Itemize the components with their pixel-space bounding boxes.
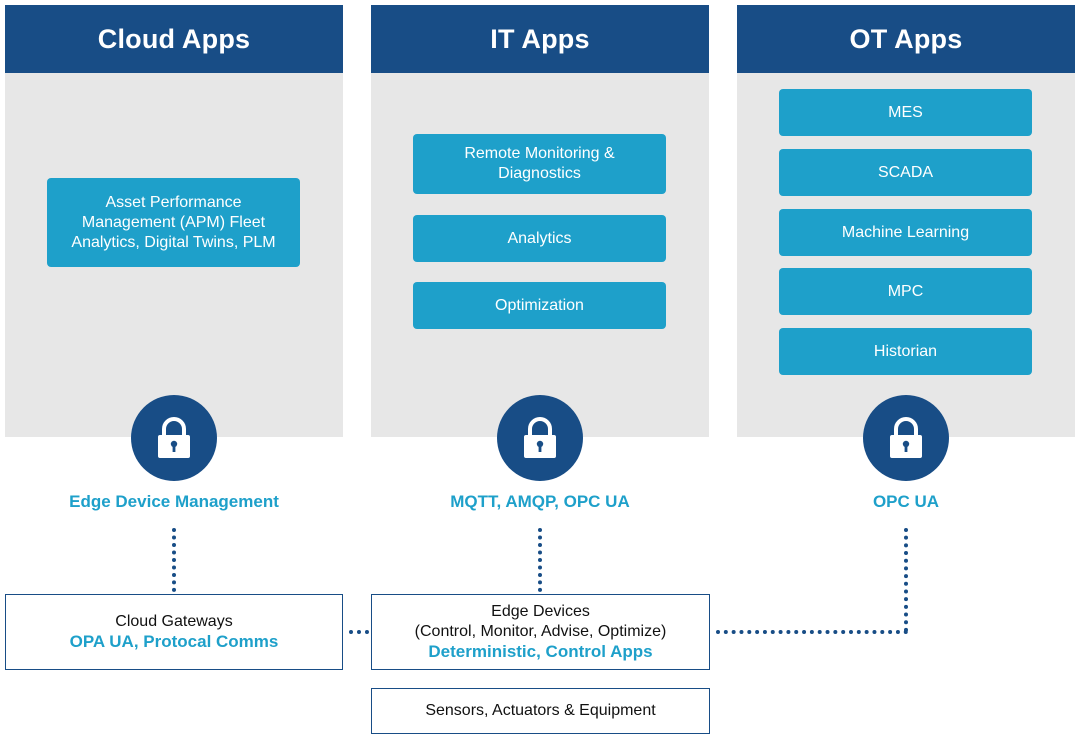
connector-cloud-vertical <box>172 528 176 592</box>
sensors-box: Sensors, Actuators & Equipment <box>371 688 710 734</box>
connector-gateway-edge <box>349 630 369 634</box>
edge-devices-box: Edge Devices (Control, Monitor, Advise, … <box>371 594 710 670</box>
edge-devices-title: Edge Devices <box>491 603 590 620</box>
lock-icon <box>131 395 217 481</box>
app-box-machine-learning: Machine Learning <box>779 209 1032 256</box>
protocol-label-it: MQTT, AMQP, OPC UA <box>450 492 630 511</box>
app-box-optimization: Optimization <box>413 282 666 329</box>
app-box-scada: SCADA <box>779 149 1032 196</box>
lock-icon <box>497 395 583 481</box>
app-box-analytics: Analytics <box>413 215 666 262</box>
ot-apps-column: OT Apps MES SCADA Machine Learning MPC H… <box>737 5 1075 437</box>
edge-devices-detail: (Control, Monitor, Advise, Optimize) <box>414 623 667 640</box>
sensors-title: Sensors, Actuators & Equipment <box>425 702 656 719</box>
app-box-historian: Historian <box>779 328 1032 375</box>
it-apps-header: IT Apps <box>371 5 709 73</box>
cloud-gateways-subtitle: OPA UA, Protocal Comms <box>69 632 279 651</box>
cloud-gateways-box: Cloud Gateways OPA UA, Protocal Comms <box>5 594 343 670</box>
protocol-label-ot: OPC UA <box>872 492 940 511</box>
connector-ot-vertical <box>904 528 908 632</box>
cloud-apps-header: Cloud Apps <box>5 5 343 73</box>
connector-edge-ot <box>716 630 908 634</box>
connector-it-vertical <box>538 528 542 592</box>
ot-apps-header: OT Apps <box>737 5 1075 73</box>
protocol-label-cloud: Edge Device Management <box>69 492 279 511</box>
it-apps-column: IT Apps Remote Monitoring & Diagnostics … <box>371 5 709 437</box>
cloud-apps-column: Cloud Apps Asset Performance Management … <box>5 5 343 437</box>
edge-devices-subtitle: Deterministic, Control Apps <box>428 642 653 661</box>
lock-icon <box>863 395 949 481</box>
app-box-apm: Asset Performance Management (APM) Fleet… <box>47 178 300 267</box>
app-box-remote-monitoring: Remote Monitoring & Diagnostics <box>413 134 666 194</box>
cloud-gateways-title: Cloud Gateways <box>115 613 233 630</box>
app-box-mpc: MPC <box>779 268 1032 315</box>
app-box-mes: MES <box>779 89 1032 136</box>
